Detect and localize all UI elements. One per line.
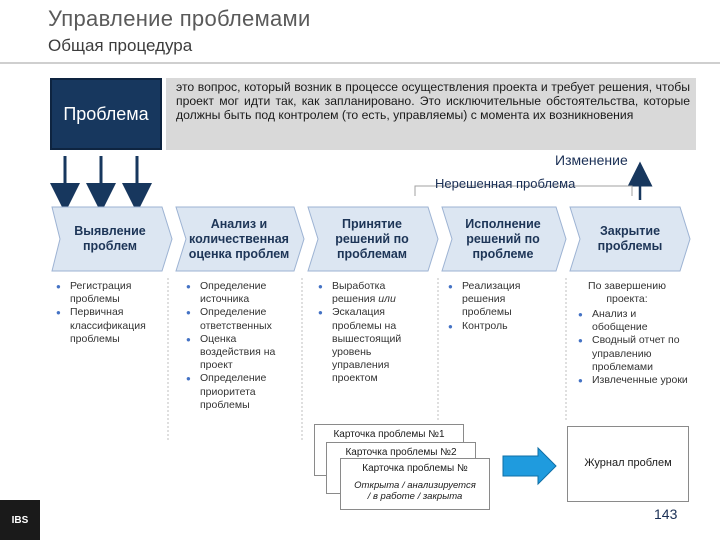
list-item: Контроль	[448, 320, 556, 333]
page-subtitle: Общая процедура	[48, 36, 193, 55]
list-item: Извлеченные уроки	[578, 374, 690, 387]
unresolved-label: Нерешенная проблема	[435, 176, 576, 191]
stage-shape-5	[569, 206, 691, 272]
unresolved-bracket	[414, 185, 633, 196]
stage-shape-2	[175, 206, 305, 272]
decide-option-1: Выработка решения	[332, 280, 386, 306]
stage-line: Закрытие	[599, 224, 661, 238]
problem-card-3: Карточка проблемы № Открыта / анализируе…	[340, 458, 490, 510]
execute-details: Реализация решения проблемы Контроль	[448, 280, 556, 333]
problem-label: Проблема	[63, 103, 149, 124]
company-logo: IBS	[0, 500, 40, 540]
problem-definition: это вопрос, который возник в процессе ос…	[176, 80, 690, 122]
stage-line: оценка проблем	[188, 246, 290, 261]
stage-line: решений по	[335, 231, 409, 246]
list-item: Определение ответственных	[186, 306, 296, 332]
card-status: Открыта / анализируется / в работе / зак…	[341, 480, 489, 502]
list-item: Сводный отчет по управлению проблемами	[578, 334, 690, 374]
stage-line: Анализ и	[210, 216, 268, 231]
stage-line: количественная	[189, 231, 289, 246]
list-item: Оценка воздействия на проект	[186, 333, 296, 373]
stage-line: проблемы	[597, 239, 663, 253]
close-intro: По завершению проекта:	[588, 280, 666, 306]
card-status-line: Открыта / анализируется	[354, 480, 476, 491]
list-item: Регистрация проблемы	[56, 280, 164, 306]
page-title: Управление проблемами	[48, 6, 311, 31]
header-divider	[0, 62, 720, 64]
page-number: 143	[654, 506, 678, 522]
decide-or: или	[378, 293, 396, 306]
stage-shape-4	[441, 206, 567, 272]
list-item: Анализ и обобщение	[578, 308, 690, 334]
stage-line: Принятие	[342, 216, 402, 231]
card-status-line: / в работе / закрыта	[367, 491, 463, 502]
definition-box	[166, 78, 696, 150]
list-item: Реализация решения проблемы	[448, 280, 556, 320]
card-title: Карточка проблемы №2	[345, 447, 457, 458]
analyze-details: Определение источника Определение ответс…	[186, 280, 296, 412]
problem-journal: Журнал проблем	[567, 426, 689, 502]
journal-label: Журнал проблем	[584, 457, 672, 469]
stage-shape-1	[51, 206, 173, 272]
stage-line: Исполнение	[465, 216, 541, 231]
close-details: Анализ и обобщение Сводный отчет по упра…	[578, 308, 690, 387]
list-item: Первичная классификация проблемы	[56, 306, 164, 346]
stage-line: Выявление	[74, 224, 146, 238]
identify-details: Регистрация проблемы Первичная классифик…	[56, 280, 164, 346]
stage-line: проблемам	[336, 246, 408, 261]
decide-details: Выработка решения или Эскалация проблемы…	[318, 280, 428, 386]
change-label: Изменение	[555, 152, 628, 168]
stage-line: решений по	[466, 231, 540, 246]
problem-label-box: Проблема	[50, 78, 162, 150]
stage-line: проблеме	[472, 246, 534, 261]
card-title: Карточка проблемы №	[362, 463, 468, 474]
list-item: Определение источника	[186, 280, 296, 306]
stage-line: проблем	[82, 239, 138, 253]
list-item: Выработка решения или	[318, 280, 428, 306]
right-arrow-to-journal	[502, 446, 557, 486]
card-title: Карточка проблемы №1	[333, 429, 445, 440]
list-item: Определение приоритета проблемы	[186, 372, 296, 412]
stage-shape-3	[307, 206, 439, 272]
list-item: Эскалация проблемы на вышестоящий уровен…	[318, 306, 428, 385]
